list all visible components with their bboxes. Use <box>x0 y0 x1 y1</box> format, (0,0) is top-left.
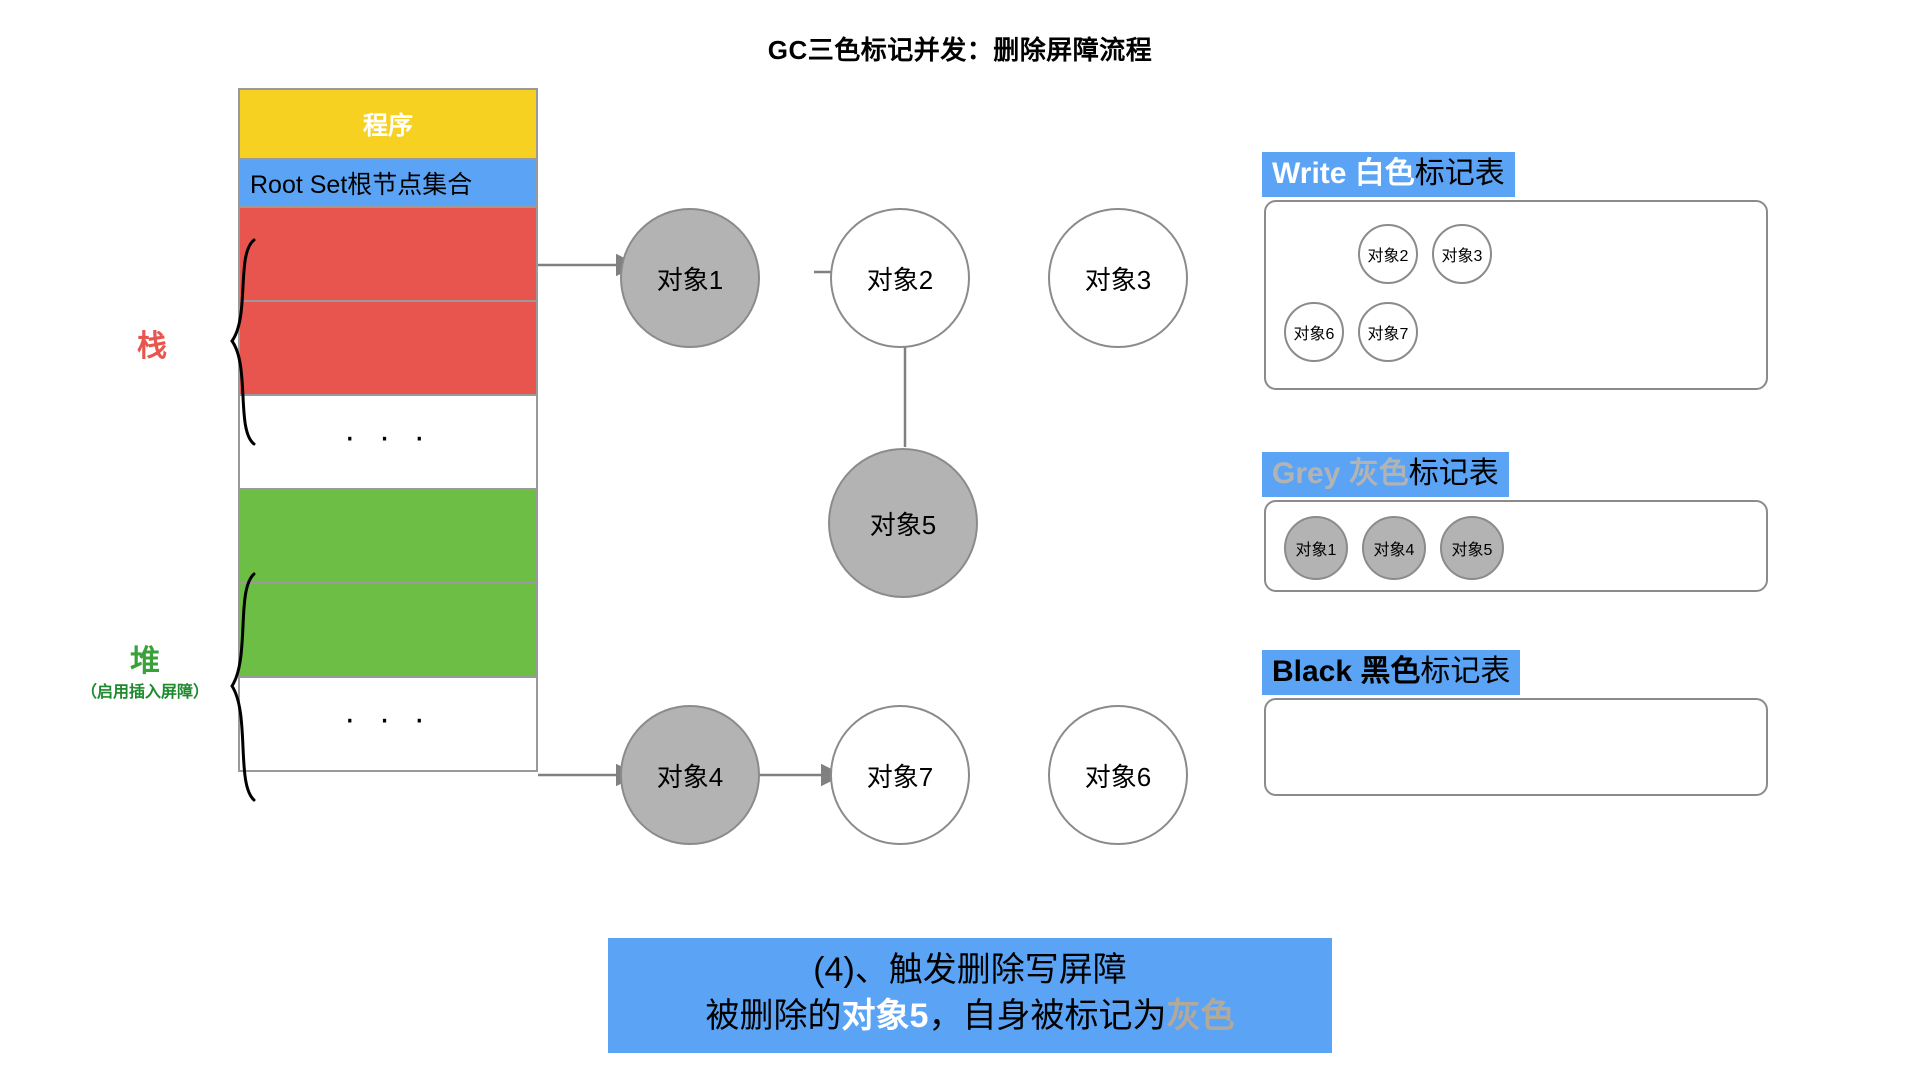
grey-mark-table-body: 对象1 对象4 对象5 <box>1264 500 1768 592</box>
black-mark-table: Black 黑色标记表 <box>1262 650 1778 810</box>
arrow-obj4-to-obj7 <box>755 763 844 787</box>
arrow-stack-to-obj1 <box>538 253 639 277</box>
stack-slot-2 <box>238 300 538 396</box>
stack-slot-1 <box>238 206 538 302</box>
mark-chip[interactable]: 对象3 <box>1432 224 1492 284</box>
caption-pre: 被删除的 <box>705 996 842 1035</box>
object-node-obj3[interactable]: 对象3 <box>1048 208 1188 348</box>
memory-column: 程序 Root Set根节点集合 · · · · · · <box>238 88 538 772</box>
mark-chip[interactable]: 对象1 <box>1284 516 1348 580</box>
mark-chip[interactable]: 对象7 <box>1358 302 1418 362</box>
program-block: 程序 <box>238 88 538 160</box>
page-title: GC三色标记并发：删除屏障流程 <box>767 35 1153 65</box>
black-mark-table-header: Black 黑色标记表 <box>1262 650 1521 695</box>
object-node-obj5[interactable]: 对象5 <box>828 448 978 598</box>
object-node-obj6[interactable]: 对象6 <box>1048 705 1188 845</box>
caption-highlight-grey: 灰色 <box>1166 996 1235 1035</box>
white-mark-table: Write 白色标记表 对象2 对象3 对象6 对象7 <box>1262 152 1778 402</box>
black-mark-table-body <box>1264 698 1768 796</box>
white-mark-table-header: Write 白色标记表 <box>1262 152 1515 197</box>
root-set-block: Root Set根节点集合 <box>238 158 538 208</box>
caption-line-1: (4)、触发删除写屏障 <box>813 951 1127 989</box>
white-mark-table-body: 对象2 对象3 对象6 对象7 <box>1264 200 1768 390</box>
mark-chip[interactable]: 对象5 <box>1440 516 1504 580</box>
stack-label: 栈 <box>137 330 167 363</box>
step-caption: (4)、触发删除写屏障 被删除的对象5，自身被标记为灰色 <box>608 938 1332 1054</box>
ellipsis-icon: · · · <box>344 418 432 456</box>
mark-chip[interactable]: 对象2 <box>1358 224 1418 284</box>
grey-mark-table: Grey 灰色标记表 对象1 对象4 对象5 <box>1262 452 1778 602</box>
object-node-obj2[interactable]: 对象2 <box>830 208 970 348</box>
heap-slot-ellipsis: · · · <box>238 676 538 772</box>
heap-slot-1 <box>238 488 538 584</box>
caption-highlight-object: 对象5 <box>841 996 929 1035</box>
caption-mid: ，自身被标记为 <box>928 996 1167 1035</box>
heap-label: 堆 （启用插入屏障） <box>40 645 250 702</box>
object-node-obj4[interactable]: 对象4 <box>620 705 760 845</box>
caption-line-2: 被删除的对象5，自身被标记为灰色 <box>608 994 1332 1040</box>
arrow-heap-to-obj4 <box>538 763 639 787</box>
mark-chip[interactable]: 对象6 <box>1284 302 1344 362</box>
stack-slot-ellipsis: · · · <box>238 394 538 490</box>
mark-chip[interactable]: 对象4 <box>1362 516 1426 580</box>
heap-brace-icon <box>230 572 256 802</box>
heap-slot-2 <box>238 582 538 678</box>
object-node-obj1[interactable]: 对象1 <box>620 208 760 348</box>
grey-mark-table-header: Grey 灰色标记表 <box>1262 452 1509 497</box>
stack-brace-icon <box>230 238 256 446</box>
heap-sublabel: （启用插入屏障） <box>80 683 209 701</box>
ellipsis-icon: · · · <box>344 700 432 738</box>
object-node-obj7[interactable]: 对象7 <box>830 705 970 845</box>
